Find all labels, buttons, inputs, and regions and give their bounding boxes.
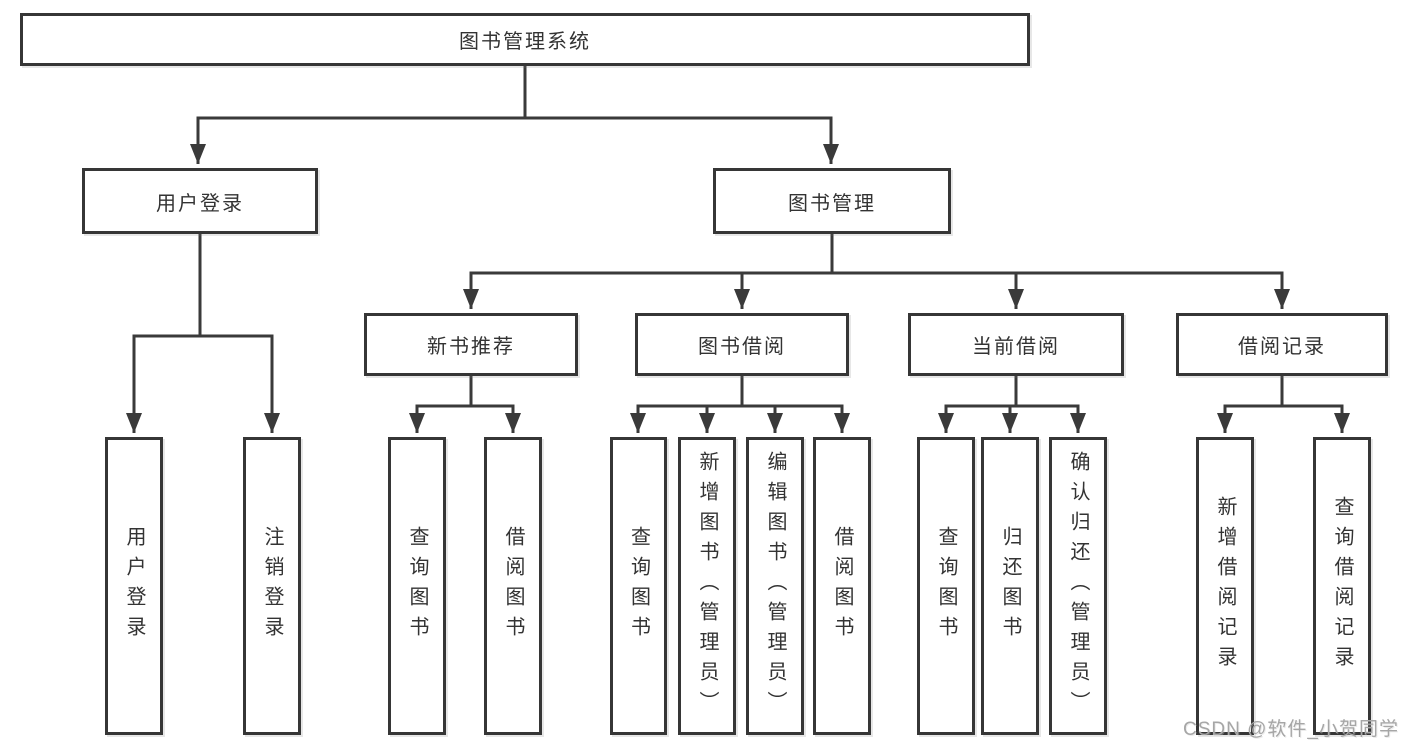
csdn-watermark: CSDN @软件_小贺同学 — [1183, 719, 1399, 740]
node-label: 查询图书 — [627, 526, 650, 646]
node-label: 新书推荐 — [427, 336, 515, 358]
node-new-book-recommendation: 新书推荐 — [364, 313, 578, 376]
node-label: 查询借阅记录 — [1331, 496, 1353, 676]
node-leaf-user-login: 用户登录 — [105, 437, 163, 735]
node-leaf-logout: 注销登录 — [243, 437, 301, 735]
node-label: 用户登录 — [123, 526, 145, 646]
node-leaf-borrow-books-1: 借阅图书 — [484, 437, 542, 735]
node-label: 借阅记录 — [1238, 336, 1326, 358]
node-leaf-borrow-books-2: 借阅图书 — [813, 437, 871, 735]
node-leaf-return-books: 归还图书 — [981, 437, 1039, 735]
node-leaf-query-books-2: 查询图书 — [610, 437, 667, 735]
node-label: 用户登录 — [156, 192, 244, 215]
node-leaf-query-borrow-record: 查询借阅记录 — [1313, 437, 1371, 735]
node-label: 新增借阅记录 — [1214, 496, 1236, 676]
node-leaf-confirm-return-admin: 确认归还（管理员） — [1049, 437, 1107, 735]
node-label: 图书借阅 — [698, 336, 786, 358]
node-book-borrowing: 图书借阅 — [635, 313, 849, 376]
node-label: 编辑图书（管理员） — [764, 451, 786, 721]
node-label: 图书管理系统 — [459, 31, 591, 53]
node-user-login: 用户登录 — [82, 168, 318, 234]
node-label: 借阅图书 — [502, 526, 524, 646]
node-leaf-edit-books-admin: 编辑图书（管理员） — [746, 437, 804, 735]
node-root: 图书管理系统 — [20, 13, 1030, 66]
node-leaf-add-books-admin: 新增图书（管理员） — [678, 437, 736, 735]
node-label: 确认归还（管理员） — [1067, 451, 1089, 721]
node-label: 借阅图书 — [831, 526, 853, 646]
node-label: 注销登录 — [261, 526, 283, 646]
node-label: 当前借阅 — [972, 336, 1060, 358]
node-label: 查询图书 — [935, 526, 957, 646]
node-label: 图书管理 — [788, 192, 876, 215]
node-leaf-query-books-1: 查询图书 — [388, 437, 446, 735]
node-current-borrowing: 当前借阅 — [908, 313, 1124, 376]
node-leaf-query-books-3: 查询图书 — [917, 437, 975, 735]
node-borrowing-records: 借阅记录 — [1176, 313, 1388, 376]
node-book-management: 图书管理 — [713, 168, 951, 234]
node-leaf-add-borrow-record: 新增借阅记录 — [1196, 437, 1254, 735]
node-label: 新增图书（管理员） — [696, 451, 718, 721]
node-label: 查询图书 — [406, 526, 428, 646]
node-label: 归还图书 — [999, 526, 1021, 646]
